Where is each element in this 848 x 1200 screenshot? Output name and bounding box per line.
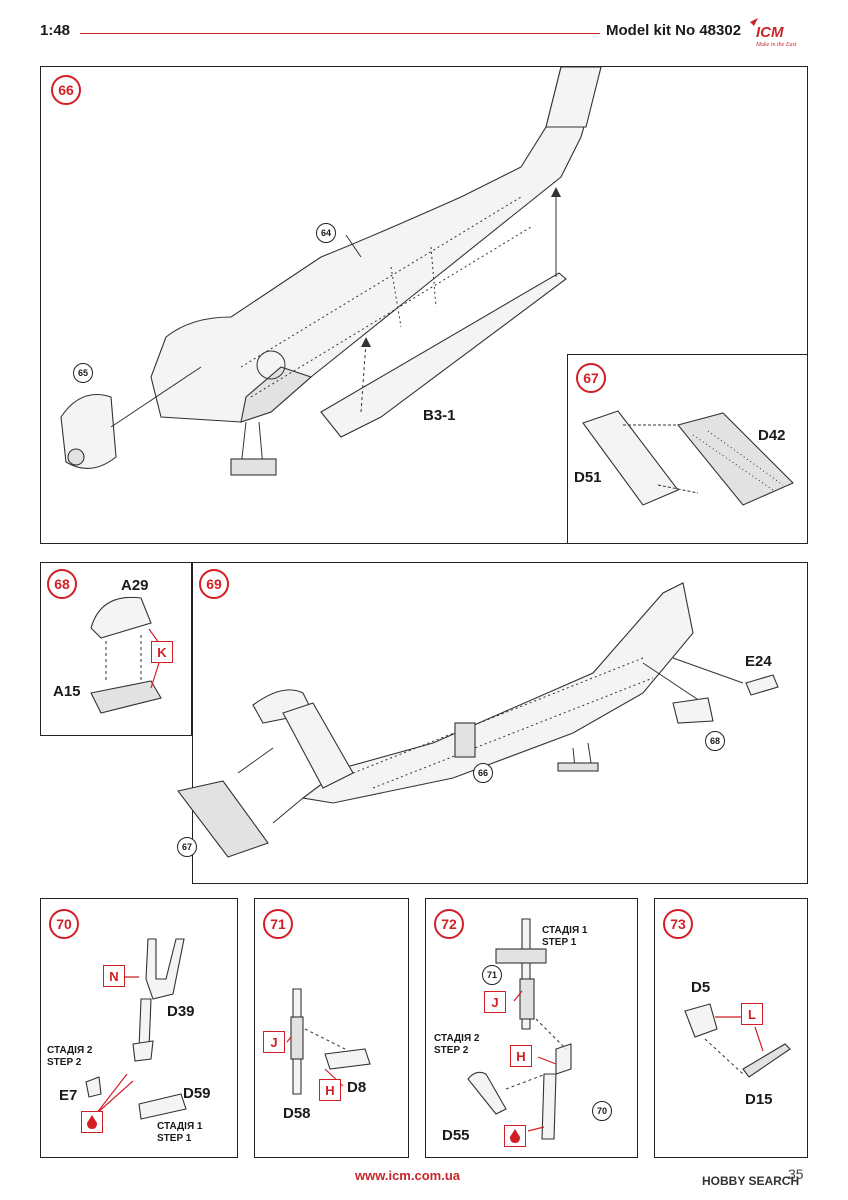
stabilizer-illustration [582,410,794,506]
part-e24: E24 [745,653,772,670]
stage-2-ua: СТАДІЯ 2 [47,1045,93,1056]
stage-1-ua: СТАДІЯ 1 [157,1121,203,1132]
paint-flag-h-72: H [510,1045,532,1067]
part-b3-1: B3-1 [423,407,456,424]
ref-71: 71 [482,965,502,985]
part-d15: D15 [745,1091,773,1108]
part-a15: A15 [53,683,81,700]
part-d55: D55 [442,1127,470,1144]
stage-2-ua-72: СТАДІЯ 2 [434,1033,480,1044]
step-73-badge: 73 [663,909,693,939]
paint-flag-k: K [151,641,173,663]
part-d39: D39 [167,1003,195,1020]
step-71-badge: 71 [263,909,293,939]
ref-64: 64 [316,223,336,243]
logo-text: ICM [756,24,784,41]
glue-drop-icon [510,1129,520,1143]
part-d5: D5 [691,979,711,996]
glue-drop-icon [87,1115,97,1129]
fuselage-assembly-illustration [177,582,779,858]
stage-2-note: СТАДІЯ 2 STEP 2 [47,1045,92,1069]
small-parts-73-illustration [684,1003,791,1078]
panel-step-71: 71 J H D8 D58 [254,898,409,1158]
step-67-badge: 67 [576,363,606,393]
panel-step-67: 67 D42 D51 [567,354,808,544]
step-69-badge: 69 [199,569,229,599]
part-d51: D51 [574,469,602,486]
ref-67: 67 [177,837,197,857]
header-rule [80,33,600,34]
glue-icon [81,1111,103,1133]
scale-label: 1:48 [40,22,71,39]
paint-flag-n: N [103,965,125,987]
part-e7: E7 [59,1087,78,1104]
ref-65: 65 [73,363,93,383]
part-d58: D58 [283,1105,311,1122]
step-66-badge: 66 [51,75,81,105]
tail-boom-illustration [60,66,602,476]
paint-flag-l: L [741,1003,763,1025]
part-d42: D42 [758,427,786,444]
landing-gear-71-illustration [286,988,371,1095]
website-link[interactable]: www.icm.com.ua [355,1168,460,1183]
ref-66: 66 [473,763,493,783]
watermark: HOBBY SEARCH [702,1174,800,1188]
icm-logo: ICM Make in the East [748,14,808,58]
stage-2-en-72: STEP 2 [434,1045,469,1056]
paint-flag-j: J [263,1031,285,1053]
step-72-badge: 72 [434,909,464,939]
paint-flag-h: H [319,1079,341,1101]
panel-step-70: 70 N D39 СТАДІЯ 2 STEP 2 E7 D59 СТАДІЯ 1… [40,898,238,1158]
exhaust-illustration [90,596,162,714]
stage-1-en-72: STEP 1 [542,937,577,948]
ref-68: 68 [705,731,725,751]
stage-1-note-72: СТАДІЯ 1 STEP 1 [542,925,587,949]
part-a29: A29 [121,577,149,594]
landing-gear-72-illustration [467,918,572,1140]
stage-1-en: STEP 1 [157,1133,192,1144]
panel-step-69: 69 E24 68 66 67 [177,562,808,884]
logo-tagline: Make in the East [756,42,797,48]
panel-step-72: 72 СТАДІЯ 1 STEP 1 71 J СТАДІЯ 2 STEP 2 … [425,898,638,1158]
stage-1-ua-72: СТАДІЯ 1 [542,925,588,936]
panel-step-68: 68 A29 A15 K [40,562,192,736]
logo-star-icon [750,18,758,26]
paint-flag-j-72: J [484,991,506,1013]
glue-icon-72 [504,1125,526,1147]
page-number: 35 [788,1166,804,1182]
stage-2-note-72: СТАДІЯ 2 STEP 2 [434,1033,479,1057]
stage-1-note: СТАДІЯ 1 STEP 1 [157,1121,202,1145]
panel-step-73: 73 D5 L D15 [654,898,808,1158]
stage-2-en: STEP 2 [47,1057,82,1068]
ref-70: 70 [592,1101,612,1121]
landing-gear-70-illustration [85,938,187,1120]
model-number: Model kit No 48302 [606,22,742,39]
part-d59: D59 [183,1085,211,1102]
step-68-badge: 68 [47,569,77,599]
step-70-badge: 70 [49,909,79,939]
part-d8: D8 [347,1079,367,1096]
